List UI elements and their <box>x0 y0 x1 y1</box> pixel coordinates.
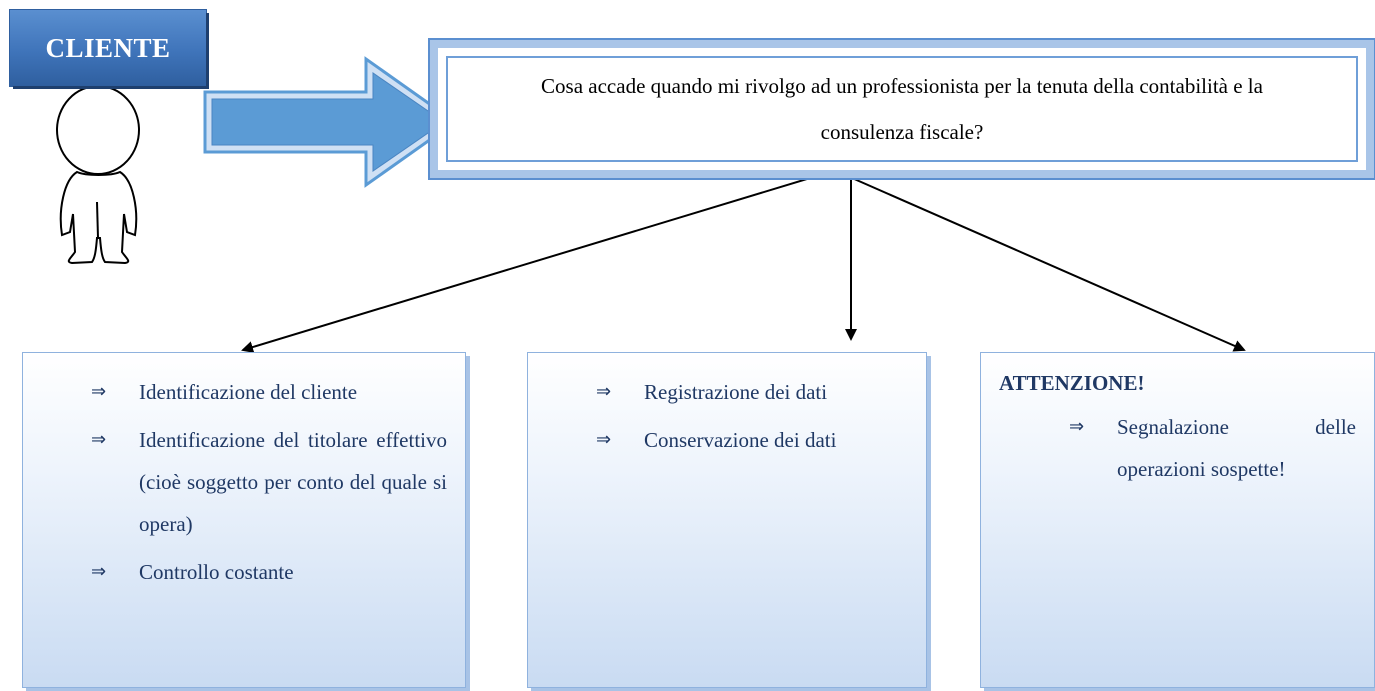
list-item-text: Segnalazione delle operazioni sospette! <box>1117 415 1356 481</box>
list-item: ⇒ Identificazione del titolare effettivo… <box>91 419 447 545</box>
connector-lines <box>241 171 1246 353</box>
person-icon <box>56 85 140 265</box>
question-inner-frame <box>446 56 1358 162</box>
cliente-label: CLIENTE <box>45 32 171 63</box>
panel-list: ⇒ Registrazione dei dati ⇒ Conservazione… <box>596 371 908 461</box>
list-item: ⇒ Segnalazione delle operazioni sospette… <box>1069 406 1356 490</box>
panel-list: ⇒ Identificazione del cliente ⇒ Identifi… <box>91 371 447 593</box>
list-item: ⇒ Conservazione dei dati <box>596 419 908 461</box>
list-item: ⇒ Controllo costante <box>91 551 447 593</box>
panel-attention: ATTENZIONE! ⇒ Segnalazione delle operazi… <box>980 352 1375 688</box>
double-arrow-icon: ⇒ <box>91 381 107 402</box>
panel-identification: ⇒ Identificazione del cliente ⇒ Identifi… <box>22 352 466 688</box>
double-arrow-icon: ⇒ <box>91 561 107 582</box>
list-item-text: Identificazione del titolare effettivo (… <box>139 428 447 536</box>
attention-title: ATTENZIONE! <box>999 371 1145 395</box>
panel-list: ⇒ Segnalazione delle operazioni sospette… <box>1069 406 1356 490</box>
double-arrow-icon: ⇒ <box>91 429 107 450</box>
list-item-text: Identificazione del cliente <box>139 380 358 404</box>
connector-right <box>851 177 1246 352</box>
cliente-badge: CLIENTE <box>10 10 206 86</box>
list-item: ⇒ Registrazione dei dati <box>596 371 908 413</box>
question-text: Cosa accade quando mi rivolgo ad un prof… <box>541 74 1263 144</box>
list-item: ⇒ Identificazione del cliente <box>91 371 447 413</box>
list-item-text: Registrazione dei dati <box>644 380 828 404</box>
double-arrow-icon: ⇒ <box>596 381 612 402</box>
connector-left <box>241 171 831 353</box>
flow-arrow <box>203 56 458 188</box>
list-item-text: Controllo costante <box>139 560 294 584</box>
double-arrow-icon: ⇒ <box>596 429 612 450</box>
panel-data: ⇒ Registrazione dei dati ⇒ Conservazione… <box>527 352 927 688</box>
question-box: Cosa accade quando mi rivolgo ad un prof… <box>428 38 1375 180</box>
list-item-text: Conservazione dei dati <box>644 428 837 452</box>
double-arrow-icon: ⇒ <box>1069 416 1085 437</box>
